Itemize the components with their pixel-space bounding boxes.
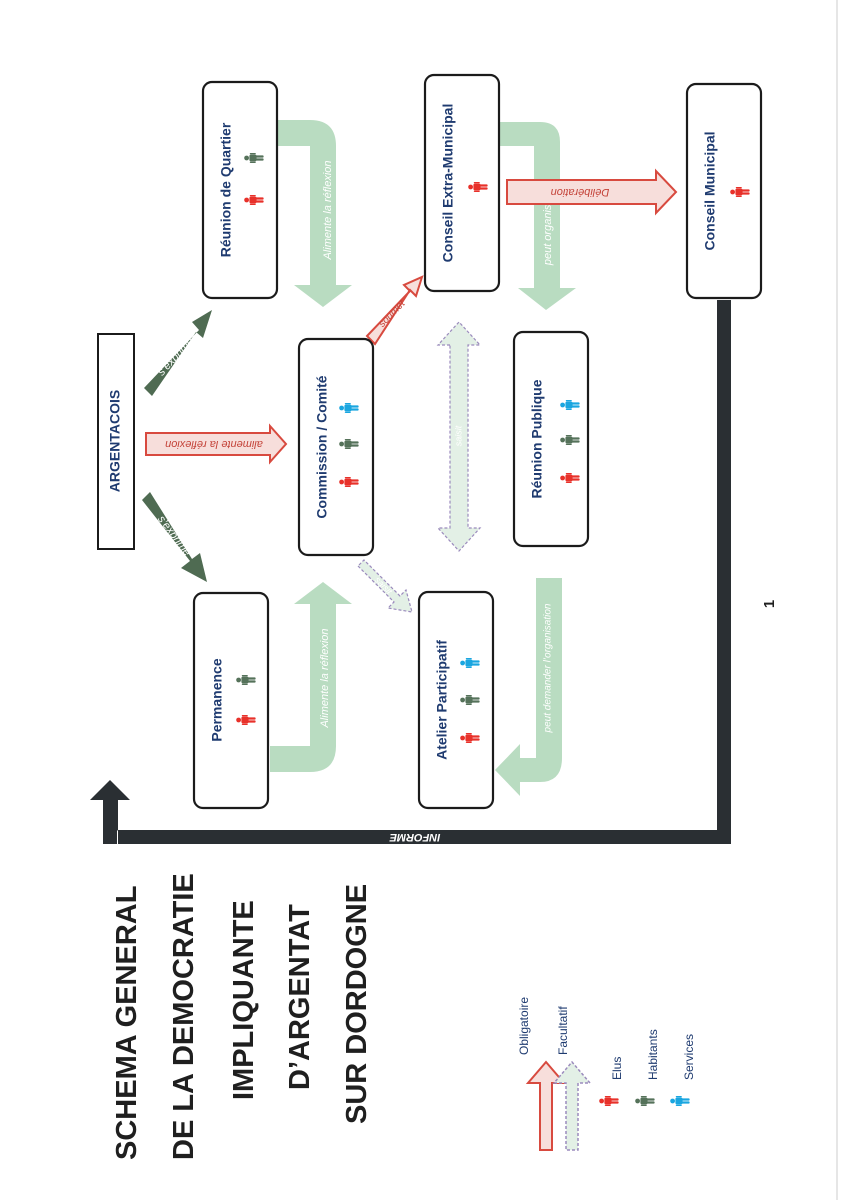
node-commission-label: Commission / Comité (314, 375, 330, 518)
page-number: 1 (761, 600, 778, 608)
label-deliberation: Délibération (551, 186, 610, 198)
arrow-peut-demander: peut demander l’organisation (495, 578, 562, 796)
informe-label: INFORME (389, 831, 440, 843)
label-peut-organiser: peut organiser (542, 194, 554, 267)
title-line-5: SUR DORDOGNE (341, 884, 373, 1124)
title-line-3: IMPLIQUANTE (228, 900, 260, 1100)
node-argentacois: ARGENTACOIS (97, 333, 135, 550)
node-commission: Commission / Comité (297, 337, 375, 557)
label-saisit-center: saisit (453, 425, 463, 446)
title-line-2: DE LA DEMOCRATIE (168, 873, 200, 1160)
label-alimente-center: alimente la réflexion (165, 438, 263, 450)
arrow-sexprime-permanence: s’exprime (142, 492, 207, 582)
label-alimente-permanence: Alimente la réflexion (319, 628, 331, 728)
page-title: SCHEMA GENERAL DE LA DEMOCRATIE IMPLIQUA… (111, 873, 373, 1160)
informe-arrow: INFORME (90, 300, 731, 844)
node-conseil-municipal-label: Conseil Municipal (702, 131, 718, 250)
label-alimente-quartier: Alimente la réflexion (322, 160, 334, 260)
node-conseil-extra-label: Conseil Extra-Municipal (440, 104, 456, 263)
arrow-alimente-permanence: Alimente la réflexion (270, 582, 352, 772)
arrow-deliberation: Délibération (506, 168, 678, 216)
legend-obligatoire-arrow (525, 1060, 567, 1151)
scan-edge (836, 0, 838, 1200)
arrow-saisit-center: saisit (436, 321, 482, 552)
legend-elus-label: Elus (610, 1057, 624, 1080)
node-reunion-publique: Réunion Publique (512, 330, 590, 548)
legend-services-label: Services (682, 1034, 696, 1080)
node-conseil-extra: Conseil Extra-Municipal (423, 73, 501, 293)
node-reunion-publique-label: Réunion Publique (529, 379, 545, 498)
legend-facultatif-label: Facultatif (556, 1006, 570, 1055)
legend: Obligatoire Facultatif Elus Habitants Se… (517, 997, 696, 1151)
node-atelier-label: Atelier Participatif (434, 640, 450, 760)
label-sexprime-2: s’exprime (155, 514, 193, 559)
legend-elus-icon (599, 1096, 619, 1106)
title-line-4: D’ARGENTAT (284, 904, 316, 1090)
label-soumet: soumet (377, 298, 409, 330)
legend-services-icon (670, 1096, 690, 1106)
arrow-soumet: soumet (365, 275, 424, 346)
title-line-1: SCHEMA GENERAL (111, 886, 143, 1160)
label-sexprime-1: s’exprime (155, 336, 196, 379)
node-argentacois-label: ARGENTACOIS (107, 390, 123, 492)
label-peut-demander: peut demander l’organisation (543, 603, 554, 733)
legend-facultatif-arrow (552, 1060, 592, 1151)
arrow-alimente-center: alimente la réflexion (145, 423, 288, 465)
node-conseil-municipal: Conseil Municipal (685, 82, 763, 300)
node-permanence-label: Permanence (209, 658, 225, 741)
arrow-saisit-atelier: saisit (357, 559, 413, 613)
arrow-alimente-quartier: Alimente la réflexion (276, 120, 352, 307)
legend-habitants-label: Habitants (646, 1029, 660, 1080)
legend-obligatoire-label: Obligatoire (517, 997, 531, 1055)
legend-habitants-icon (635, 1096, 655, 1106)
node-permanence: Permanence (192, 591, 270, 810)
node-reunion-quartier-label: Réunion de Quartier (218, 122, 234, 257)
node-reunion-quartier: Réunion de Quartier (201, 80, 279, 300)
arrow-peut-organiser: peut organiser (500, 122, 576, 310)
arrow-sexprime-quartier: s’exprime (144, 310, 212, 396)
node-atelier: Atelier Participatif (417, 590, 495, 810)
